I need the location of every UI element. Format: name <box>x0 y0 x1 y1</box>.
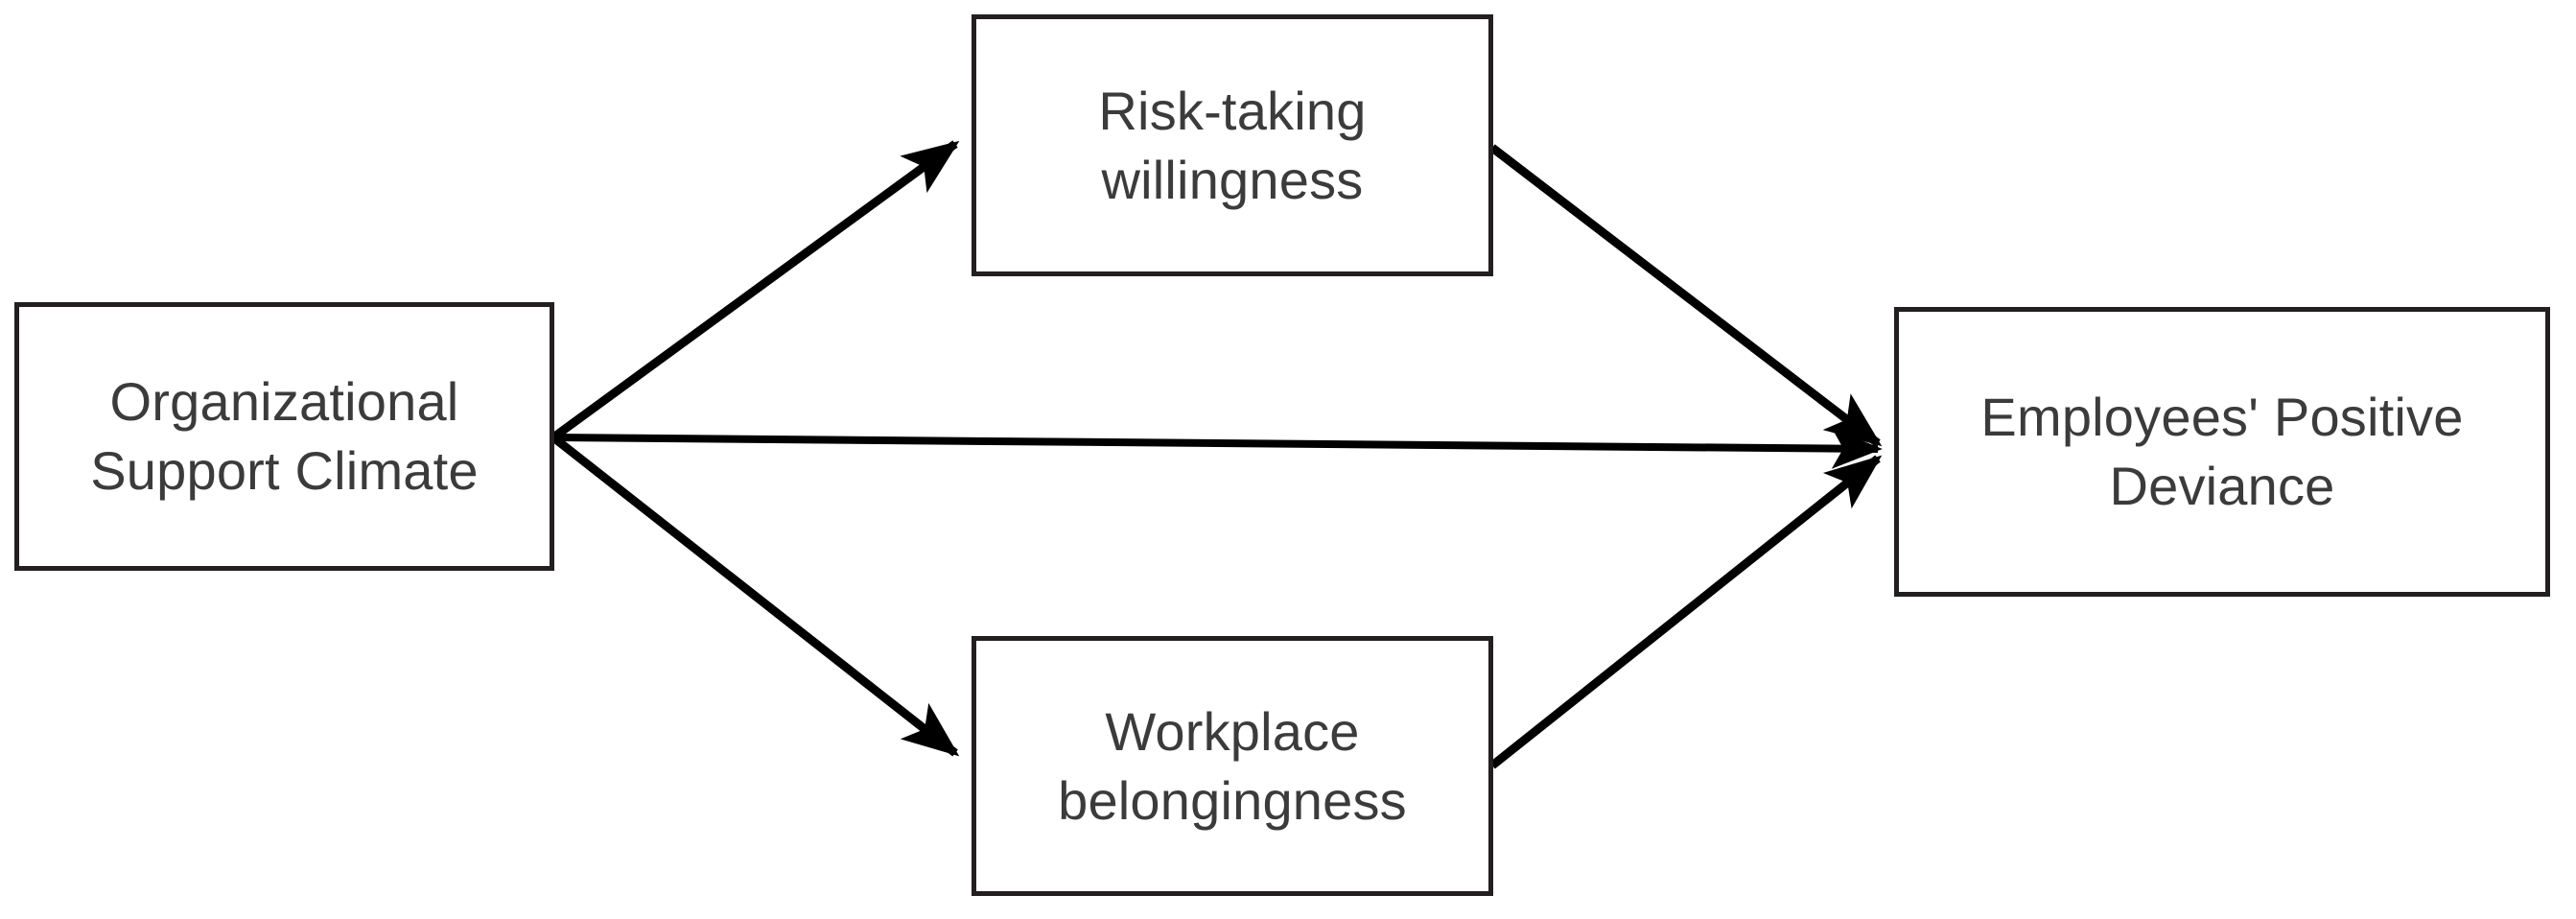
node-workplace-belongingness[interactable]: Workplace belongingness <box>972 636 1493 896</box>
edge-support-to-risk <box>550 140 960 441</box>
edge-support-to-deviance <box>552 428 1883 469</box>
node-organizational-support-climate[interactable]: Organizational Support Climate <box>14 302 554 571</box>
node-label-organizational-support-climate: Organizational Support Climate <box>90 371 479 501</box>
edge-risk-to-deviance <box>1489 144 1883 447</box>
node-label-employees-positive-deviance: Employees' Positive Deviance <box>1980 387 2464 516</box>
edge-belong-to-deviance <box>1489 455 1883 769</box>
node-risk-taking-willingness[interactable]: Risk-taking willingness <box>972 14 1493 276</box>
node-label-workplace-belongingness: Workplace belongingness <box>1058 700 1407 831</box>
node-employees-positive-deviance[interactable]: Employees' Positive Deviance <box>1894 307 2550 597</box>
edge-support-to-belong <box>550 434 960 757</box>
node-label-risk-taking-willingness: Risk-taking willingness <box>1098 80 1367 210</box>
